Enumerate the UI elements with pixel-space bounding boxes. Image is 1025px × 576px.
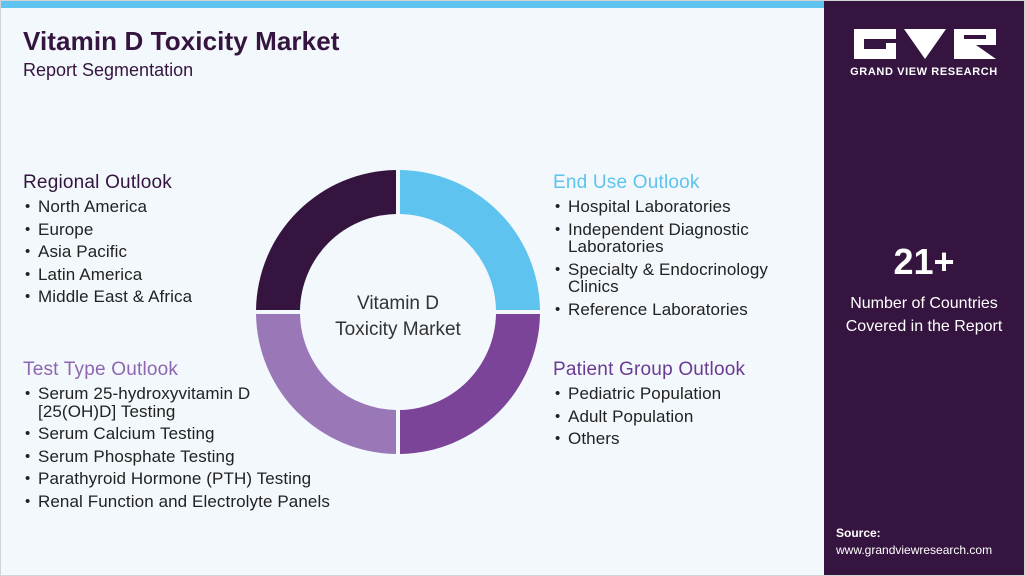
- donut-center-line2: Toxicity Market: [335, 319, 461, 340]
- donut-segment-test-type: [256, 314, 396, 454]
- grand-view-research-logo: [854, 29, 996, 59]
- list-item: Others: [553, 430, 745, 448]
- list-item: Renal Function and Electrolyte Panels: [23, 492, 330, 511]
- list-item: Adult Population: [553, 407, 745, 426]
- page-title: Vitamin D Toxicity Market: [23, 26, 340, 56]
- side-panel: GRAND VIEW RESEARCH 21+ Number of Countr…: [824, 1, 1024, 575]
- list-item: Specialty & Endocrinology Clinics: [553, 260, 788, 296]
- stat-label-line1: Number of Countries: [850, 295, 998, 312]
- list-item: Independent Diagnostic Laboratories: [553, 220, 783, 256]
- source-label: Source:: [836, 526, 881, 540]
- list-item: North America: [23, 198, 192, 216]
- end-use-outlook-list: Hospital Laboratories Independent Diagno…: [553, 198, 793, 318]
- list-item: Parathyroid Hormone (PTH) Testing: [23, 470, 311, 488]
- source-url[interactable]: www.grandviewresearch.com: [836, 543, 993, 557]
- list-item: Asia Pacific: [23, 243, 192, 261]
- test-type-outlook-list: Serum 25-hydroxyvitamin D [25(OH)D] Test…: [23, 385, 330, 511]
- stat-label: Number of Countries Covered in the Repor…: [824, 292, 1024, 338]
- stat-number: 21+: [893, 241, 955, 282]
- top-accent-bar: [1, 1, 824, 8]
- patient-group-outlook-section: Patient Group Outlook Pediatric Populati…: [553, 359, 745, 453]
- list-item: Reference Laboratories: [553, 300, 793, 319]
- list-item: Hospital Laboratories: [553, 198, 793, 216]
- list-item: Serum 25-hydroxyvitamin D [25(OH)D] Test…: [23, 385, 276, 420]
- end-use-outlook-section: End Use Outlook Hospital Laboratories In…: [553, 172, 793, 323]
- list-item: Serum Phosphate Testing: [23, 447, 263, 466]
- segmentation-donut: Vitamin D Toxicity Market: [252, 167, 544, 457]
- list-item: Pediatric Population: [553, 385, 745, 403]
- page-subtitle: Report Segmentation: [23, 60, 194, 80]
- list-item: Europe: [23, 220, 192, 239]
- donut-segment-regional: [256, 170, 396, 310]
- list-item: Serum Calcium Testing: [23, 425, 263, 443]
- brand-name: GRAND VIEW RESEARCH: [850, 66, 998, 78]
- donut-center-label: Vitamin D Toxicity Market: [252, 291, 544, 343]
- patient-group-outlook-list: Pediatric Population Adult Population Ot…: [553, 385, 745, 448]
- regional-outlook-section: Regional Outlook North America Europe As…: [23, 172, 192, 311]
- list-item: Middle East & Africa: [23, 288, 192, 306]
- regional-outlook-heading: Regional Outlook: [23, 172, 172, 193]
- test-type-outlook-heading: Test Type Outlook: [23, 359, 179, 380]
- donut-svg: [256, 170, 540, 454]
- donut-segment-end-use: [400, 170, 540, 310]
- test-type-outlook-section: Test Type Outlook Serum 25-hydroxyvitami…: [23, 359, 330, 515]
- end-use-outlook-heading: End Use Outlook: [553, 172, 700, 193]
- donut-center-line1: Vitamin D: [356, 293, 439, 314]
- regional-outlook-list: North America Europe Asia Pacific Latin …: [23, 198, 192, 306]
- donut-segment-patient-group: [400, 314, 540, 454]
- patient-group-outlook-heading: Patient Group Outlook: [553, 359, 746, 380]
- stat-label-line2: Covered in the Report: [845, 318, 1003, 335]
- list-item: Latin America: [23, 265, 192, 284]
